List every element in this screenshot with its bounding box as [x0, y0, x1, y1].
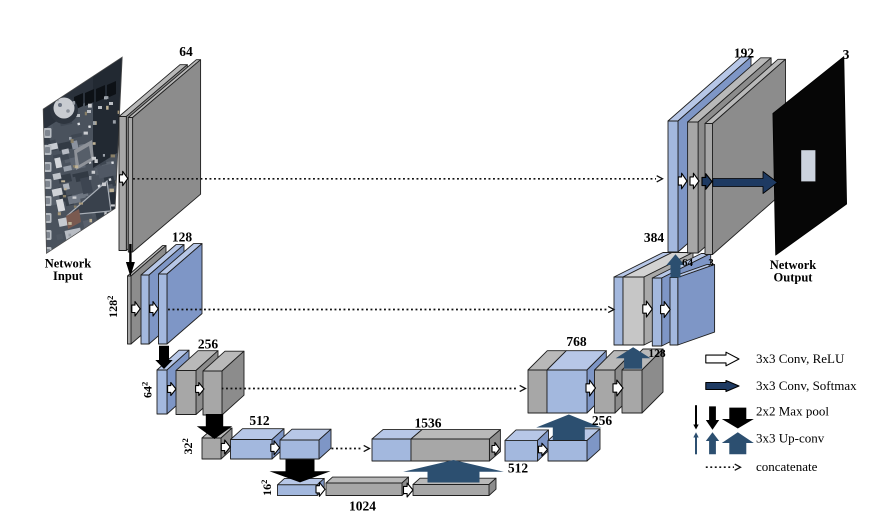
svg-text:Output: Output: [774, 271, 814, 285]
svg-text:162: 162: [259, 480, 274, 496]
svg-text:512: 512: [249, 413, 270, 428]
svg-text:64: 64: [682, 257, 694, 269]
svg-text:384: 384: [644, 230, 665, 245]
svg-text:64: 64: [179, 44, 193, 59]
svg-text:2x2 Max pool: 2x2 Max pool: [756, 403, 829, 418]
svg-text:642: 642: [139, 382, 154, 398]
svg-text:3x3 Conv, ReLU: 3x3 Conv, ReLU: [756, 351, 845, 366]
svg-text:1024: 1024: [349, 499, 376, 514]
svg-text:128: 128: [172, 230, 193, 245]
svg-text:3x3 Conv, Softmax: 3x3 Conv, Softmax: [756, 378, 857, 393]
svg-text:322: 322: [180, 438, 195, 454]
svg-text:768: 768: [566, 334, 587, 349]
svg-text:1282: 1282: [105, 296, 120, 318]
svg-text:192: 192: [734, 46, 755, 61]
svg-text:Network: Network: [770, 258, 817, 272]
svg-text:256: 256: [592, 413, 613, 428]
svg-text:512: 512: [508, 461, 529, 476]
svg-text:Input: Input: [53, 269, 84, 283]
svg-text:3: 3: [708, 257, 714, 269]
svg-text:concatenate: concatenate: [756, 459, 818, 474]
svg-text:3x3 Up-conv: 3x3 Up-conv: [756, 430, 825, 445]
svg-text:128: 128: [648, 348, 666, 360]
svg-text:1536: 1536: [415, 416, 442, 431]
svg-text:256: 256: [198, 337, 219, 352]
svg-text:3: 3: [843, 47, 850, 62]
svg-text:Network: Network: [45, 256, 92, 270]
